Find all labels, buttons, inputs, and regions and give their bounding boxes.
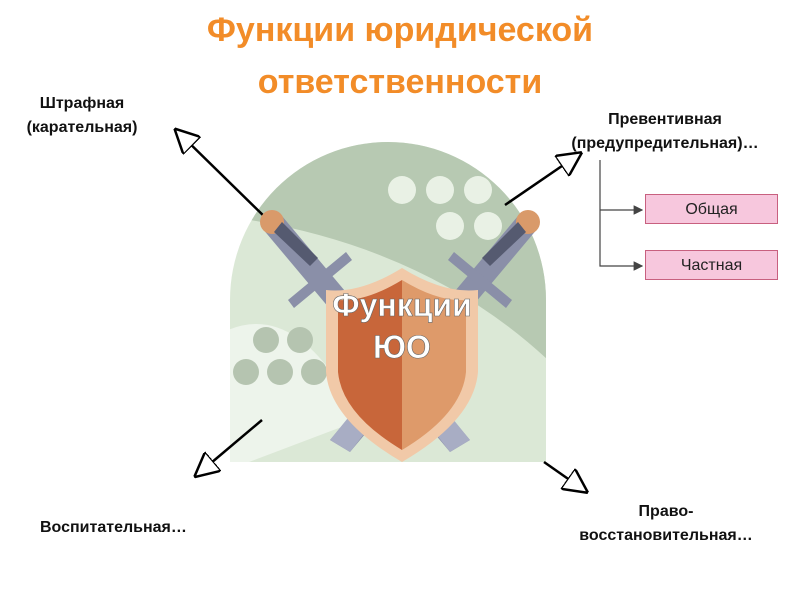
center-title-line1: Функции — [332, 287, 471, 323]
page-title-line2: ответственности — [257, 63, 543, 101]
arrow-punitive — [178, 132, 271, 223]
function-punitive: Штрафная (карательная) — [2, 92, 162, 140]
preventive-general-box: Общая — [645, 194, 778, 224]
shield — [326, 268, 478, 462]
function-restorative-line2: восстановительная… — [579, 527, 753, 544]
function-educational: Воспитательная… — [40, 516, 230, 540]
arrow-preventive — [504, 155, 578, 207]
function-preventive: Превентивная (предупредительная)… — [534, 108, 796, 156]
page-title-line1: Функции юридической — [206, 11, 594, 49]
function-restorative: Право- восстановительная… — [546, 500, 786, 548]
function-preventive-line1: Превентивная — [608, 111, 722, 128]
sub-connectors — [599, 160, 644, 271]
arrow-restorative — [543, 460, 584, 490]
function-punitive-line1: Штрафная — [39, 95, 125, 112]
function-restorative-line1: Право- — [638, 503, 694, 520]
center-title-line2: ЮО — [373, 329, 431, 365]
function-preventive-line2: (предупредительная)… — [571, 135, 759, 152]
preventive-private-box: Частная — [645, 250, 778, 280]
arrow-educational — [198, 419, 263, 474]
page-title: Функции юридической ответственности — [0, 4, 800, 108]
function-punitive-line2: (карательная) — [26, 119, 138, 136]
function-educational-line1: Воспитательная… — [40, 519, 187, 536]
